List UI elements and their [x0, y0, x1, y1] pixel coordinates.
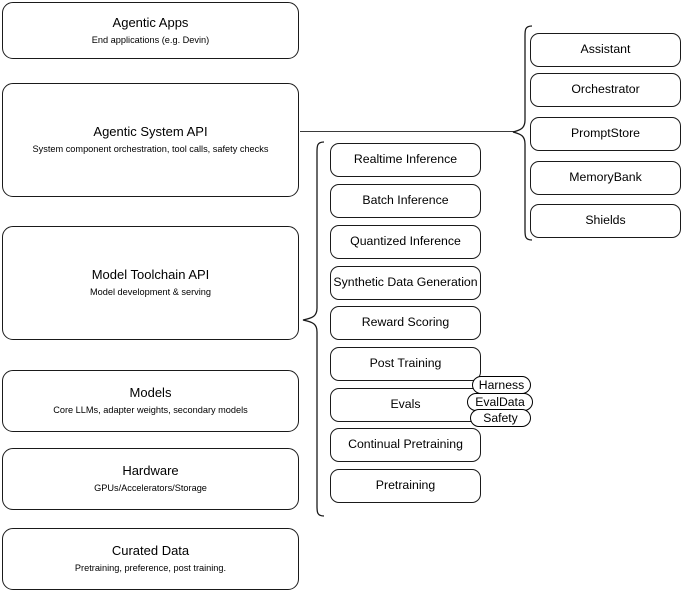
toolchain-component-realtime-inference[interactable]: Realtime Inference [330, 143, 481, 177]
toolchain-component-continual-pretraining[interactable]: Continual Pretraining [330, 428, 481, 462]
component-label: Synthetic Data Generation [333, 275, 478, 290]
stack-layer-subtitle: GPUs/Accelerators/Storage [94, 483, 207, 494]
component-label: Reward Scoring [361, 315, 450, 330]
brace-toolchain-components [302, 141, 325, 517]
stack-layer-subtitle: End applications (e.g. Devin) [91, 34, 210, 45]
component-label: PromptStore [570, 126, 641, 141]
stack-layer-title: Model Toolchain API [91, 267, 210, 283]
connector-agentic-system-to-components [300, 131, 514, 133]
eval-badge-label: EvalData [475, 395, 525, 409]
eval-badge-harness[interactable]: Harness [472, 376, 531, 394]
component-label: Shields [585, 213, 626, 228]
stack-layer-model-toolchain-api[interactable]: Model Toolchain API Model development & … [2, 226, 299, 340]
agentic-component-memorybank[interactable]: MemoryBank [530, 161, 681, 195]
toolchain-component-synthetic-data-generation[interactable]: Synthetic Data Generation [330, 266, 481, 300]
stack-layer-agentic-system-api[interactable]: Agentic System API System component orch… [2, 83, 299, 197]
agentic-component-assistant[interactable]: Assistant [530, 33, 681, 67]
eval-badge-safety[interactable]: Safety [470, 409, 531, 427]
component-label: MemoryBank [569, 170, 642, 185]
toolchain-component-reward-scoring[interactable]: Reward Scoring [330, 306, 481, 340]
stack-layer-title: Agentic System API [93, 124, 208, 140]
agentic-component-orchestrator[interactable]: Orchestrator [530, 73, 681, 107]
toolchain-component-pretraining[interactable]: Pretraining [330, 469, 481, 503]
toolchain-component-batch-inference[interactable]: Batch Inference [330, 184, 481, 218]
component-label: Assistant [580, 42, 631, 57]
stack-layer-title: Curated Data [111, 543, 190, 559]
stack-layer-models[interactable]: Models Core LLMs, adapter weights, secon… [2, 370, 299, 432]
component-label: Orchestrator [571, 82, 640, 97]
agentic-component-shields[interactable]: Shields [530, 204, 681, 238]
component-label: Realtime Inference [353, 152, 458, 167]
component-label: Quantized Inference [350, 234, 461, 249]
toolchain-component-quantized-inference[interactable]: Quantized Inference [330, 225, 481, 259]
stack-layer-title: Hardware [122, 463, 179, 479]
stack-layer-agentic-apps[interactable]: Agentic Apps End applications (e.g. Devi… [2, 2, 299, 59]
brace-agentic-components [512, 25, 533, 241]
component-label: Evals [390, 397, 421, 412]
eval-badge-label: Safety [483, 411, 518, 425]
toolchain-component-post-training[interactable]: Post Training [330, 347, 481, 381]
stack-layer-curated-data[interactable]: Curated Data Pretraining, preference, po… [2, 528, 299, 590]
toolchain-component-evals[interactable]: Evals [330, 388, 481, 422]
agentic-component-promptstore[interactable]: PromptStore [530, 117, 681, 151]
component-label: Continual Pretraining [348, 437, 463, 452]
eval-badge-label: Harness [478, 378, 525, 392]
stack-layer-hardware[interactable]: Hardware GPUs/Accelerators/Storage [2, 448, 299, 510]
component-label: Post Training [369, 356, 442, 371]
stack-layer-title: Agentic Apps [112, 14, 189, 30]
component-label: Pretraining [375, 478, 436, 493]
stack-layer-subtitle: Model development & serving [89, 287, 212, 298]
stack-layer-subtitle: Core LLMs, adapter weights, secondary mo… [53, 405, 248, 416]
stack-layer-subtitle: System component orchestration, tool cal… [32, 144, 269, 155]
component-label: Batch Inference [362, 193, 449, 208]
stack-layer-subtitle: Pretraining, preference, post training. [74, 563, 227, 574]
stack-layer-title: Models [129, 385, 172, 401]
